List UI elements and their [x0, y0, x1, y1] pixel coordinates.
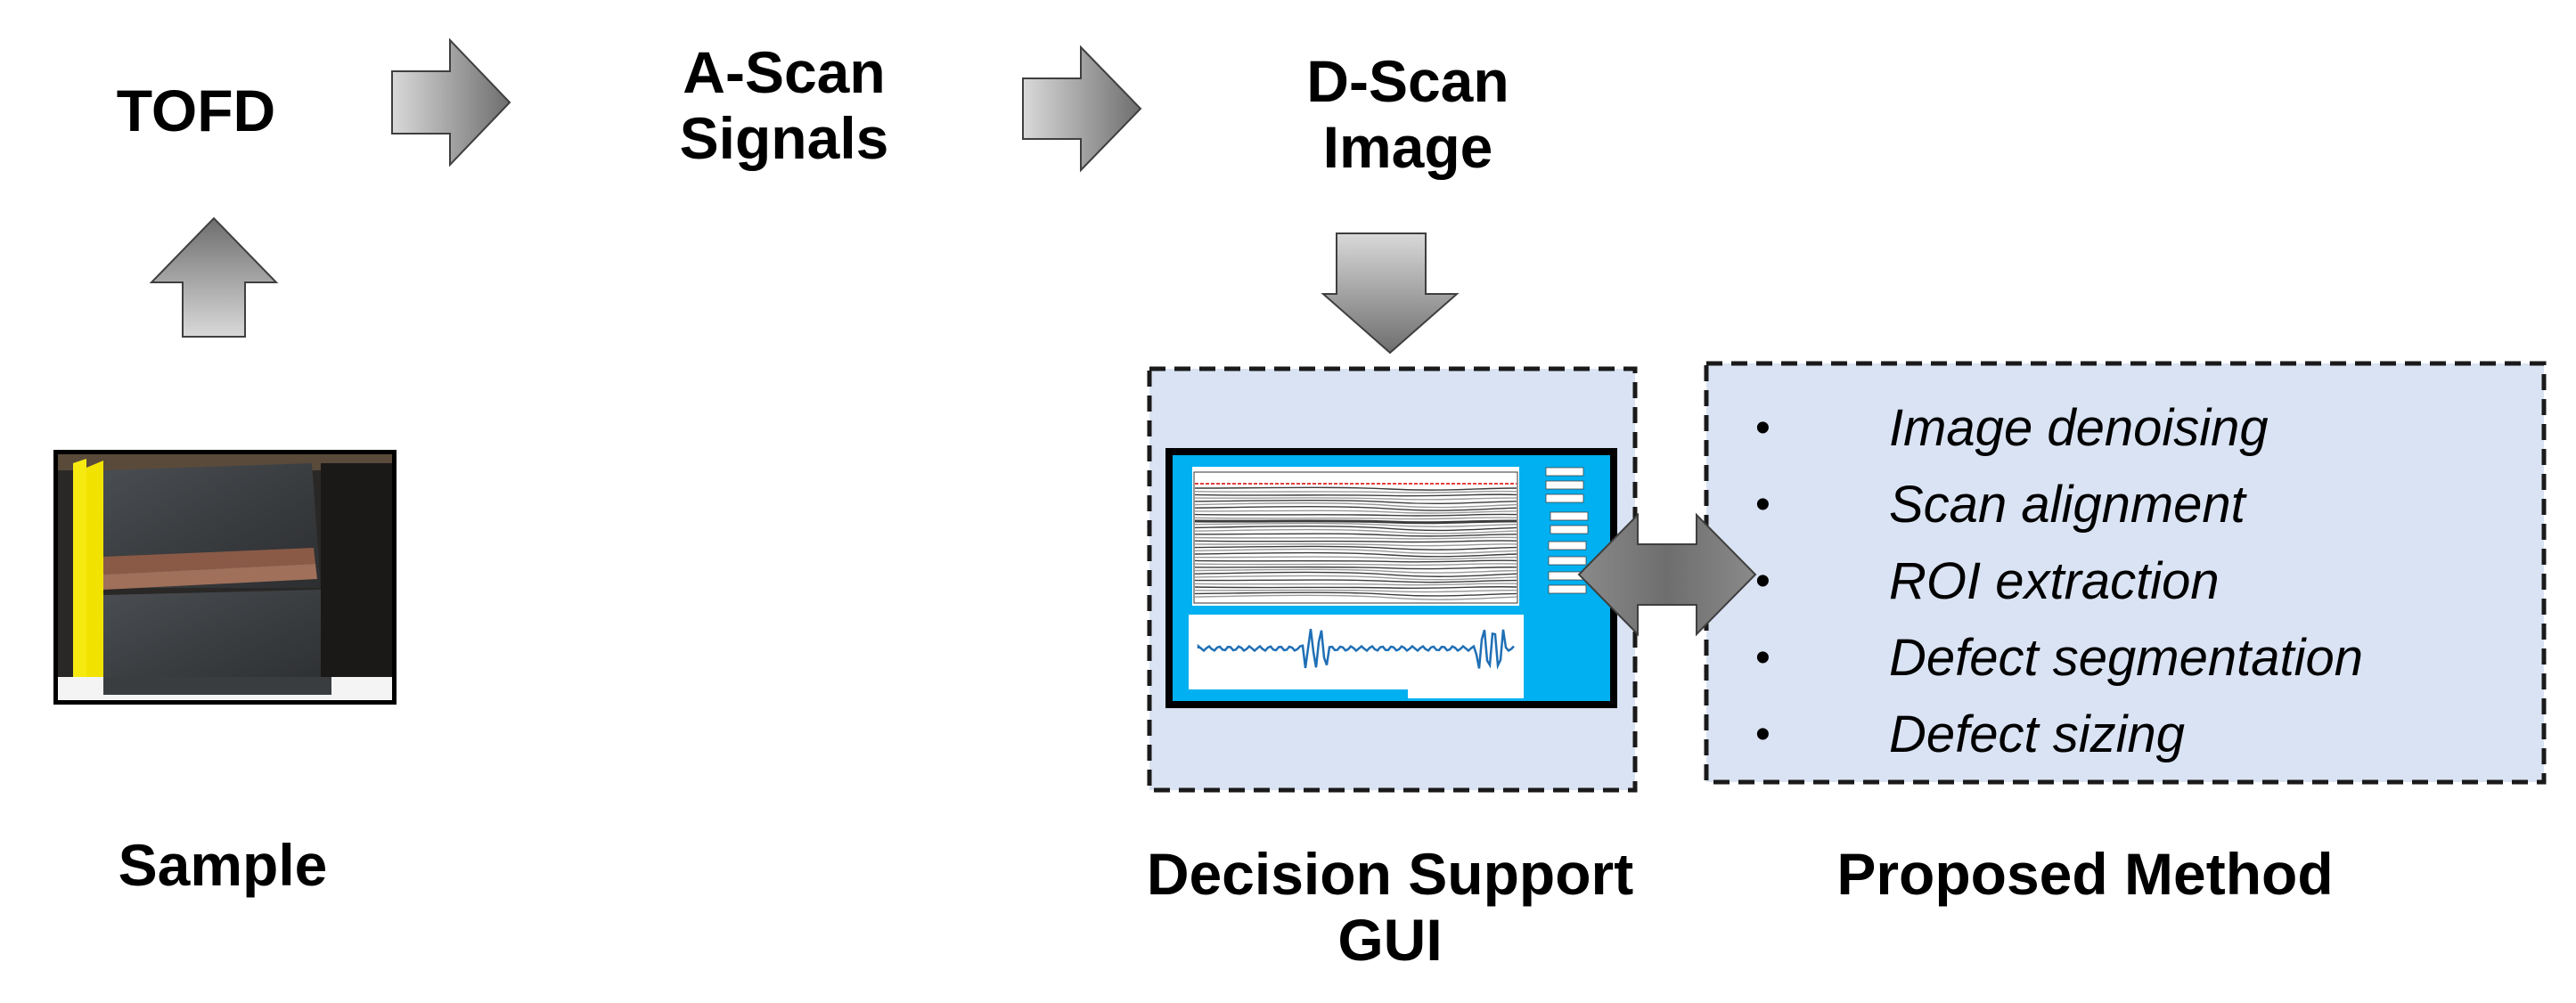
dscan-label: D-Scan Image — [1247, 48, 1568, 181]
sample-label: Sample — [118, 832, 328, 898]
proposed-step-item: • Image denoising — [1738, 390, 2363, 467]
proposed-step-text: Image denoising — [1889, 399, 2269, 457]
gui-screenshot — [1165, 448, 1617, 708]
bullet-icon: • — [1755, 481, 1770, 528]
proposed-step-text: Defect sizing — [1889, 705, 2186, 763]
right-arrow-icon — [1022, 45, 1142, 173]
dscan-label-line2: Image — [1322, 113, 1493, 180]
proposed-method-label: Proposed Method — [1836, 841, 2334, 907]
right-arrow-icon — [391, 37, 511, 167]
proposed-step-item: • Defect sizing — [1738, 697, 2363, 773]
ascan-label-line1: A-Scan — [683, 39, 886, 105]
ascan-label: A-Scan Signals — [624, 39, 945, 172]
gui-label-line2: GUI — [1337, 906, 1443, 973]
bullet-icon: • — [1755, 634, 1770, 681]
proposed-method-panel — [1704, 361, 2547, 785]
proposed-step-item: • Defect segmentation — [1738, 620, 2363, 697]
bidirectional-arrow-icon — [1577, 512, 1757, 637]
bullet-icon: • — [1755, 558, 1770, 605]
bullet-icon: • — [1755, 404, 1770, 452]
up-arrow-icon — [149, 216, 279, 338]
gui-label: Decision Support GUI — [1043, 841, 1738, 974]
proposed-step-text: Scan alignment — [1889, 476, 2245, 534]
proposed-step-item: • ROI extraction — [1738, 543, 2363, 620]
tofd-label: TOFD — [116, 77, 276, 143]
proposed-steps-list: • Image denoising • Scan alignment • ROI extr… — [1738, 390, 2363, 773]
sample-photo — [53, 450, 397, 705]
ascan-label-line2: Signals — [679, 104, 889, 171]
proposed-step-item: • Scan alignment — [1738, 467, 2363, 543]
gui-label-line1: Decision Support — [1146, 841, 1634, 907]
dscan-label-line1: D-Scan — [1306, 48, 1509, 114]
down-arrow-icon — [1321, 232, 1460, 355]
bullet-icon: • — [1755, 711, 1770, 758]
proposed-step-text: Defect segmentation — [1889, 629, 2363, 687]
proposed-step-text: ROI extraction — [1889, 552, 2220, 610]
